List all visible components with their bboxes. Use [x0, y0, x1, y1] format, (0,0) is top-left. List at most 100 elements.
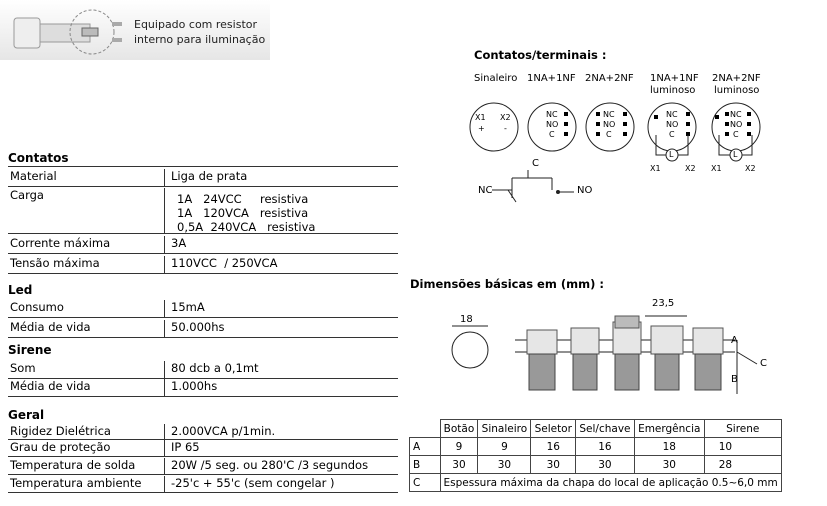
pin-x2: X2 [745, 164, 756, 173]
table-cell: 9 [439, 437, 479, 456]
spec-value-block: 1A 24VCC resistiva 1A 120VCA resistiva 0… [164, 188, 316, 234]
diameter-drawing [451, 325, 489, 369]
table-cell: C [409, 473, 441, 492]
led-title: Led [8, 283, 33, 297]
geral-title: Geral [8, 408, 45, 422]
spec-value: 80 dcb a 0,1mt [164, 361, 259, 378]
spec-label: Corrente máxima [10, 236, 111, 250]
spec-row: Material Liga de prata [8, 166, 398, 187]
spec-label: Média de vida [10, 379, 91, 393]
spec-value: 3A [164, 236, 186, 253]
pin-c: C [549, 130, 555, 139]
spec-label: Temperatura de solda [10, 458, 136, 472]
width-label: 23,5 [652, 298, 675, 309]
load-line: 1A 120VCA resistiva [177, 206, 309, 220]
spec-label: Consumo [10, 300, 64, 314]
spec-value: 110VCC / 250VCA [164, 256, 277, 273]
table-cell: 18 [633, 437, 705, 456]
pin-x1: X1 [650, 164, 661, 173]
pin-x2: X2 [685, 164, 696, 173]
terminal-label: 1NA+1NF [650, 73, 699, 84]
pin-nc: NC [546, 110, 558, 119]
terminal-circle [469, 102, 519, 152]
contatos-title: Contatos [8, 151, 69, 165]
table-cell: 30 [575, 455, 635, 474]
spec-label: Tensão máxima [10, 256, 100, 270]
terminal-circle [585, 102, 635, 152]
table-cell: 16 [530, 437, 577, 456]
pin-minus: - [504, 124, 507, 133]
spec-row: Grau de proteção IP 65 [8, 440, 398, 457]
pin-no: NO [603, 120, 616, 129]
pin-c: C [669, 130, 675, 139]
spec-label: Temperatura ambiente [10, 476, 142, 490]
spec-row: Corrente máxima 3A [8, 234, 398, 254]
spec-row: Som 80 dcb a 0,1mt [8, 359, 398, 379]
spec-row: Rigidez Dielétrica 2.000VCA p/1min. [8, 424, 398, 440]
dim-letter-a: A [731, 335, 738, 346]
dim-letter-c: C [760, 358, 767, 369]
pin-x1: X1 [475, 113, 486, 122]
spec-value: Liga de prata [164, 169, 247, 186]
spec-label: Grau de proteção [10, 440, 111, 454]
pin-x2: X2 [500, 113, 511, 122]
table-row: B 30 30 30 30 30 28 [409, 455, 782, 474]
spec-row: Média de vida 50.000hs [8, 318, 398, 338]
spec-row: Temperatura ambiente -25'c + 55'c (sem c… [8, 475, 398, 493]
pin-nc: NC [666, 110, 678, 119]
switch-schematic [492, 170, 574, 203]
dimensions-table: Botão Sinaleiro Seletor Sel/chave Emergê… [409, 419, 782, 492]
lamp-label: L [733, 150, 738, 159]
spec-value: 20W /5 seg. ou 280'C /3 segundos [164, 458, 368, 474]
terminal-sublabel: luminoso [714, 85, 760, 96]
table-header-row: Botão Sinaleiro Seletor Sel/chave Emergê… [409, 419, 782, 438]
table-cell: Sel/chave [575, 419, 635, 438]
terminal-label: 2NA+2NF [585, 73, 634, 84]
spec-row: Consumo 15mA [8, 298, 398, 318]
pin-plus: + [478, 124, 485, 133]
terminal-label: 1NA+1NF [527, 73, 576, 84]
table-cell: Sirene [703, 419, 782, 438]
spec-value: 50.000hs [164, 320, 225, 337]
table-cell: 28 [703, 455, 782, 474]
lamp-symbol [729, 148, 743, 162]
table-cell: 9 [477, 437, 532, 456]
spec-value: -25'c + 55'c (sem congelar ) [164, 476, 335, 492]
table-row: C Espessura máxima da chapa do local de … [409, 473, 782, 492]
pin-no: NO [730, 120, 743, 129]
resistor-note-line2: interno para iluminação [134, 33, 266, 46]
load-line: 0,5A 240VCA resistiva [177, 220, 316, 234]
spec-row: Carga 1A 24VCC resistiva 1A 120VCA resis… [8, 186, 398, 234]
lamp-label: L [669, 150, 674, 159]
spec-row: Temperatura de solda 20W /5 seg. ou 280'… [8, 457, 398, 475]
table-cell: Emergência [633, 419, 705, 438]
button-side-views [515, 315, 758, 394]
resistor-note-line1: Equipado com resistor [134, 18, 258, 31]
table-cell: Botão [439, 419, 479, 438]
product-photo [0, 0, 270, 60]
terminais-title: Contatos/terminais : [474, 48, 607, 62]
pin-c: C [733, 130, 739, 139]
pin-nc: NC [730, 110, 742, 119]
switch-nc-label: NC [478, 185, 493, 196]
table-cell: 10 [703, 437, 782, 456]
table-cell: B [409, 455, 441, 474]
spec-label: Material [10, 169, 57, 183]
switch-c-label: C [532, 158, 539, 169]
spec-value: 2.000VCA p/1min. [164, 424, 275, 439]
pin-c: C [606, 130, 612, 139]
terminal-label: Sinaleiro [474, 73, 518, 84]
table-cell: Seletor [530, 419, 577, 438]
lamp-symbol [665, 148, 679, 162]
spec-label: Som [10, 361, 36, 375]
table-cell: 30 [633, 455, 705, 474]
table-row: A 9 9 16 16 18 10 [409, 437, 782, 456]
dimensoes-title: Dimensões básicas em (mm) : [410, 277, 604, 291]
terminal-diagrams [469, 102, 761, 162]
pin-nc: NC [603, 110, 615, 119]
table-cell: Espessura máxima da chapa do local de ap… [439, 473, 782, 492]
spec-value: 15mA [164, 300, 205, 317]
spec-row: Tensão máxima 110VCC / 250VCA [8, 254, 398, 274]
spec-row: Média de vida 1.000hs [8, 377, 398, 397]
terminal-label: 2NA+2NF [712, 73, 761, 84]
